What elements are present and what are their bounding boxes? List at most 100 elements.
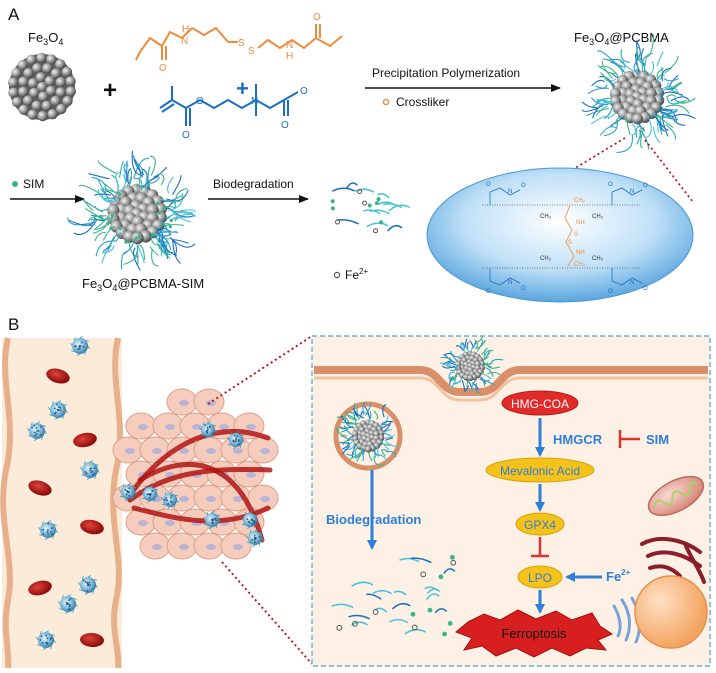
polymer-strand <box>615 116 626 125</box>
cell-nucleus <box>179 544 189 550</box>
atom-n: N <box>508 280 512 286</box>
fe2-label: Fe2+ <box>345 267 368 282</box>
cell-nucleus <box>260 496 270 502</box>
red-blood-cell <box>28 480 52 496</box>
cell-nucleus <box>138 424 148 430</box>
atom-o: O <box>643 286 648 292</box>
crosslink <box>564 204 575 267</box>
polymer-strand <box>386 441 400 448</box>
polymer-strand <box>470 344 476 353</box>
fe-ion <box>352 620 358 627</box>
polymer-strand <box>349 452 361 460</box>
polymer-strand <box>475 383 481 394</box>
polymer-strand <box>176 209 196 213</box>
polymer-fragment <box>426 593 440 600</box>
polymer-strand <box>128 239 140 258</box>
polymer-strand <box>166 189 189 202</box>
polymer-strand <box>381 449 386 457</box>
polymer-strand <box>607 58 626 69</box>
atom-n: N <box>286 40 293 51</box>
polymer-strand <box>446 364 458 369</box>
polymer-strand <box>135 176 141 188</box>
polymer-strand <box>636 46 644 66</box>
fe-ion-dot <box>333 271 341 279</box>
polymer-strand <box>360 411 364 419</box>
methyl-label: CH₃ <box>540 256 552 262</box>
fe-ion <box>411 624 418 631</box>
atom-s: S <box>248 46 255 57</box>
polymer-fragment <box>354 188 375 193</box>
iron-oxide-grain <box>62 95 73 107</box>
fe-ion <box>373 228 379 234</box>
iron-oxide-grain <box>46 54 57 65</box>
polymer-strand <box>339 442 351 445</box>
polymer-fragment <box>366 222 389 228</box>
sim-drug <box>110 214 115 218</box>
polymer-strand <box>145 173 149 191</box>
sim-dot <box>12 181 18 187</box>
polymer-strand <box>595 106 608 116</box>
polymer-strand <box>461 380 466 393</box>
polymer-strand <box>466 342 469 349</box>
polymer-strand <box>638 55 646 75</box>
polymer-strand <box>657 82 669 92</box>
atom-s: S <box>238 38 245 49</box>
polymer-strand <box>135 162 144 178</box>
polymer-strand <box>381 420 394 425</box>
polymer-fragment <box>427 588 441 594</box>
iron-oxide-grain <box>55 103 67 115</box>
atom-s: S <box>568 240 572 246</box>
polymer-strand <box>374 446 376 458</box>
nucleus <box>634 575 708 649</box>
polymer-strand <box>97 189 117 203</box>
iron-oxide-grain <box>467 374 474 382</box>
fe-ion <box>450 559 457 566</box>
polymer-strand <box>625 115 631 135</box>
iron-oxide-grain <box>27 109 38 120</box>
polymer-strand <box>139 244 146 260</box>
red-blood-cell <box>28 580 52 596</box>
polymer-fragment <box>336 218 359 225</box>
polymer-strand <box>376 446 379 457</box>
polymer-strand <box>73 219 98 236</box>
polymer-strand <box>93 193 112 196</box>
lpo-label: LPO <box>528 571 552 585</box>
polymer-strand <box>447 362 456 366</box>
polymer-strand <box>673 97 687 103</box>
atom-n: N <box>630 280 634 286</box>
polymer-strand <box>659 122 665 132</box>
polymer-strand <box>603 121 618 137</box>
polymer-strand <box>153 166 167 178</box>
polymer-strand <box>173 210 191 223</box>
polymer-strand <box>341 428 349 433</box>
sim-drug <box>438 574 444 580</box>
sim-drug <box>427 607 433 613</box>
atom-o: O <box>196 96 204 107</box>
biodegradation-b-label: Biodegradation <box>326 512 421 527</box>
red-blood-cell <box>46 368 70 384</box>
iron-oxide-grain <box>26 54 37 66</box>
polymer-strand <box>641 52 654 73</box>
polymer-strand <box>460 342 466 353</box>
polymer-strand <box>164 224 185 228</box>
polymer-strand <box>597 50 617 65</box>
methylene-label: CH₂ <box>574 198 586 204</box>
fe-ion <box>336 624 343 631</box>
panel-b-label: B <box>8 315 19 334</box>
polymer-strand <box>93 215 109 230</box>
vessel-wall-left <box>0 337 13 669</box>
polymer-strand <box>364 405 371 419</box>
iron-oxide-grain <box>45 85 57 96</box>
polymer-strand <box>133 157 150 179</box>
polymer-strand <box>346 452 355 456</box>
sim-drug <box>330 206 335 211</box>
iron-oxide-grain <box>61 66 73 78</box>
polymer-fragment <box>434 608 448 614</box>
sim-drug <box>374 201 379 206</box>
polymer-structure: O N O O N O O N O O N O CH₃ CH₃ CH₃ CH₃ … <box>482 182 648 295</box>
polymer-strand <box>123 237 136 255</box>
sim-drug <box>442 631 447 637</box>
polymer-strand <box>640 126 645 149</box>
iron-oxide-grain <box>44 75 55 87</box>
crosslinker-atom-labels: H N O S S H N O <box>159 12 321 74</box>
